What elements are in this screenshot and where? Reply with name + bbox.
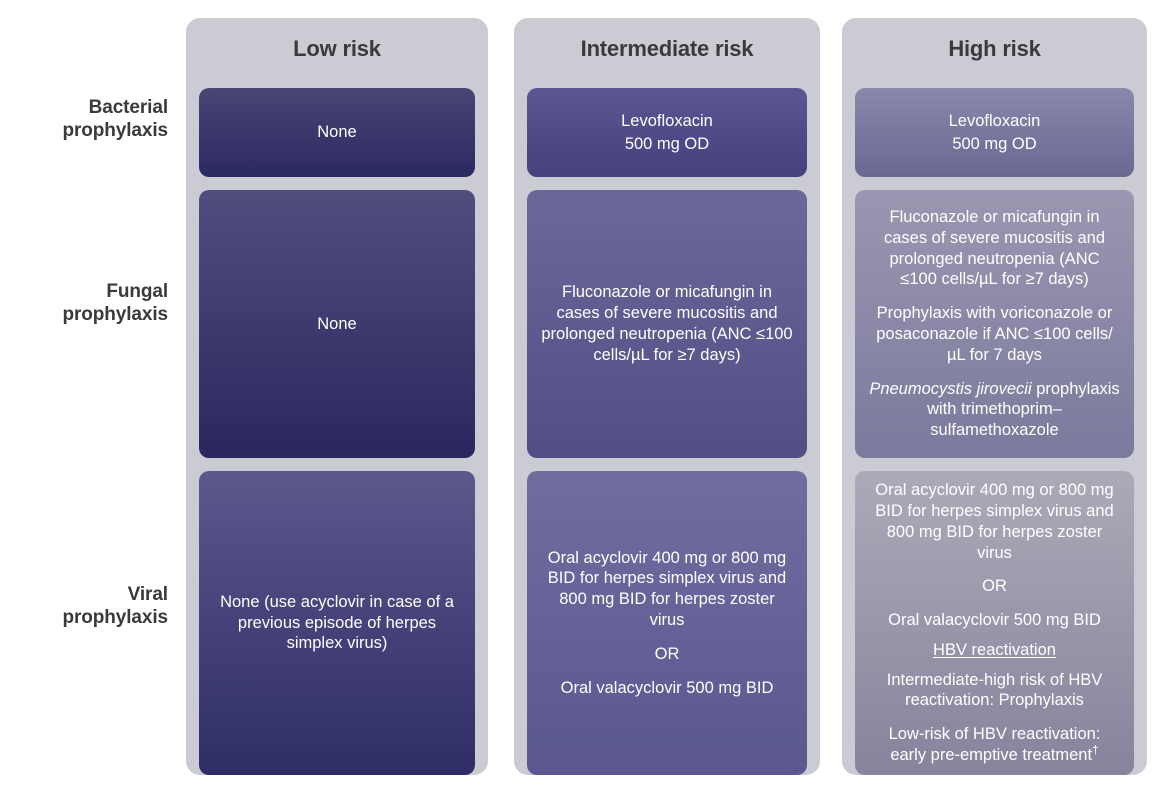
cell-high-fungal-voriconazole: Prophylaxis with voriconazole or posacon… [876,304,1113,364]
cell-high-viral-hbv-low: Low-risk of HBV reactivation: early pre-… [869,724,1120,766]
cell-high-viral-acyclovir: Oral acyclovir 400 mg or 800 mg BID for … [875,481,1114,562]
row-label-viral-line2: prophylaxis [62,607,168,629]
row-label-viral-line1: Viral [127,584,168,605]
column-title-low-risk: Low risk [293,36,381,61]
cell-high-fungal-fluconazole: Fluconazole or micafungin in cases of se… [883,208,1106,289]
row-label-fungal-line1: Fungal [106,281,168,302]
cell-intermediate-viral: Oral acyclovir 400 mg or 800 mg BID for … [527,471,807,775]
column-low-risk: Low risk None None None (use acyclovir i… [186,18,488,775]
cell-intermediate-bacterial: Levofloxacin 500 mg OD [527,88,807,177]
cell-low-viral-text: None (use acyclovir in case of a previou… [220,592,454,653]
cell-high-viral-valacyclovir: Oral valacyclovir 500 mg BID [888,611,1101,630]
cell-high-viral: Oral acyclovir 400 mg or 800 mg BID for … [855,471,1134,775]
cell-intermediate-fungal: Fluconazole or micafungin in cases of se… [527,190,807,458]
cell-high-fungal-pneumocystis-rest: prophylaxis with trimethoprim–sulfametho… [927,379,1120,440]
row-label-fungal-line2: prophylaxis [62,304,168,326]
cell-high-viral-hbv-intermediate: Intermediate-high risk of HBV reactivati… [886,670,1103,710]
row-label-fungal-prophylaxis: Fungal prophylaxis [0,280,168,326]
row-label-bacterial-line1: Bacterial [88,97,168,118]
cell-high-fungal-pneumocystis-species: Pneumocystis jirovecii [869,379,1032,398]
row-label-column: Bacterial prophylaxis Fungal prophylaxis… [0,0,182,791]
cell-high-bacterial: Levofloxacin 500 mg OD [855,88,1134,177]
cell-low-bacterial-text: None [317,123,357,142]
cell-high-viral-hbv-low-text: Low-risk of HBV reactivation: early pre-… [888,725,1101,765]
column-high-risk: High risk Levofloxacin 500 mg OD Flucona… [842,18,1147,775]
column-title-intermediate-risk: Intermediate risk [580,36,754,61]
cell-intermediate-fungal-text: Fluconazole or micafungin in cases of se… [541,283,793,364]
cell-intermediate-viral-acyclovir: Oral acyclovir 400 mg or 800 mg BID for … [547,548,787,629]
cell-intermediate-viral-valacyclovir: Oral valacyclovir 500 mg BID [560,678,774,697]
cell-high-fungal: Fluconazole or micafungin in cases of se… [855,190,1134,458]
cell-high-bacterial-dose: 500 mg OD [952,134,1037,153]
cell-low-viral: None (use acyclovir in case of a previou… [199,471,475,775]
cell-high-bacterial-drug: Levofloxacin [948,111,1041,130]
cell-intermediate-viral-or: OR [654,644,680,663]
column-title-high-risk: High risk [948,36,1041,61]
cell-intermediate-bacterial-dose: 500 mg OD [624,134,710,153]
cell-low-bacterial: None [199,88,475,177]
cell-intermediate-bacterial-drug: Levofloxacin [621,111,713,130]
cell-low-fungal-text: None [317,314,357,333]
cell-low-fungal: None [199,190,475,458]
column-intermediate-risk: Intermediate risk Levofloxacin 500 mg OD… [514,18,820,775]
cell-high-fungal-pneumocystis: Pneumocystis jirovecii prophylaxis with … [869,379,1120,441]
row-label-bacterial-line2: prophylaxis [62,120,168,142]
row-label-bacterial-prophylaxis: Bacterial prophylaxis [0,96,168,142]
row-label-viral-prophylaxis: Viral prophylaxis [0,583,168,629]
cell-high-viral-or: OR [982,577,1007,596]
footnote-dagger-marker: † [1092,742,1099,757]
cell-high-viral-hbv-heading: HBV reactivation [933,640,1056,659]
